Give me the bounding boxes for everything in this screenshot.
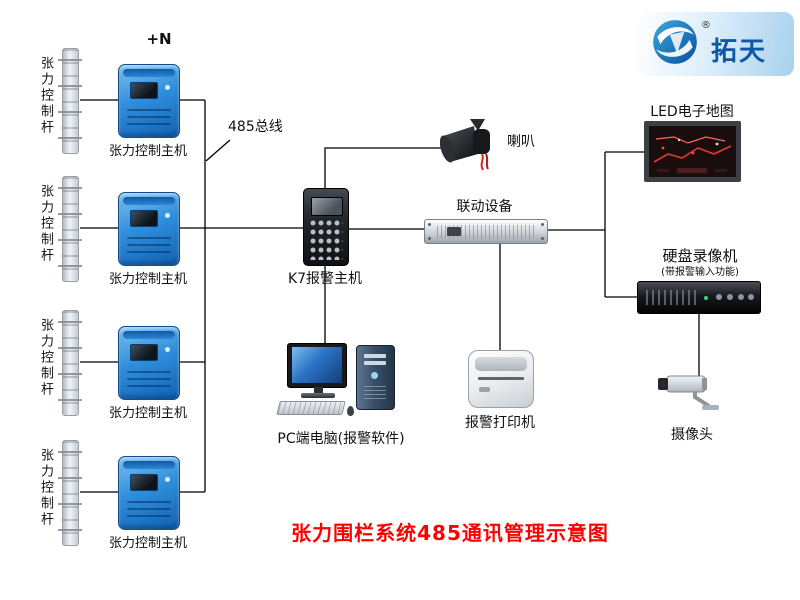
rack-module — [447, 227, 461, 236]
rack-screw — [541, 223, 544, 226]
tension-controller-device — [118, 192, 180, 266]
dvr-led — [704, 296, 708, 300]
printer-button — [479, 387, 490, 392]
tower-drive-slot — [364, 354, 386, 358]
tension-controller-device — [118, 456, 180, 530]
tension-unit: 张力控制杆 张力控制主机 — [0, 302, 230, 424]
tension-pole — [58, 310, 82, 416]
rack-vents — [437, 225, 535, 238]
pc-monitor-base — [301, 393, 335, 398]
brand-name: 拓天 — [711, 37, 768, 67]
controller-vent — [127, 385, 171, 387]
brand-emblem-icon — [653, 20, 697, 64]
controller-vent — [127, 508, 171, 510]
pc-monitor-neck — [314, 387, 323, 393]
printer-lid — [475, 357, 527, 371]
wire-k7-speaker — [324, 147, 442, 188]
controller-label: 张力控制主机 — [108, 406, 187, 421]
controller-vent — [127, 109, 171, 111]
controller-vent — [127, 244, 171, 246]
k7-keypad — [310, 220, 343, 260]
controller-label: 张力控制主机 — [108, 144, 187, 159]
printer-label: 报警打印机 — [465, 415, 535, 431]
pc-tower — [356, 345, 395, 410]
controller-screen — [130, 344, 158, 361]
controller-vent — [127, 116, 171, 118]
tension-controller-device — [118, 64, 180, 138]
controller-led — [165, 347, 170, 352]
controller-screen — [130, 210, 158, 227]
controller-cap — [123, 331, 175, 339]
led-map-content — [649, 126, 736, 177]
tension-pole — [58, 176, 82, 282]
controller-label: 张力控制主机 — [108, 536, 187, 551]
tower-power-button — [371, 372, 378, 379]
tower-vents — [364, 386, 386, 402]
printer-paper-slot — [478, 377, 524, 380]
tension-pole — [58, 440, 82, 546]
led-map-display — [644, 121, 741, 182]
pole-label: 张力控制杆 — [38, 184, 53, 264]
tension-pole — [58, 48, 82, 154]
linkage-label: 联动设备 — [456, 199, 513, 215]
tension-unit: 张力控制杆 张力控制主机 — [0, 168, 230, 290]
controller-vent — [127, 371, 171, 373]
controller-led — [165, 213, 170, 218]
dvr-button — [738, 294, 744, 300]
pc-monitor — [287, 343, 347, 388]
linkage-device — [424, 219, 548, 244]
dvr-button — [716, 294, 722, 300]
pc-monitor-screen — [292, 347, 342, 383]
dvr-button — [727, 294, 733, 300]
dvr-device — [637, 281, 761, 314]
dvr-note: (带报警输入功能) — [661, 267, 739, 278]
rack-screw — [541, 237, 544, 240]
controller-led — [165, 477, 170, 482]
dvr-button — [748, 294, 754, 300]
camera-icon — [658, 375, 719, 410]
controller-vent — [127, 501, 171, 503]
speaker-label: 喇叭 — [507, 134, 535, 150]
pole-label: 张力控制杆 — [38, 448, 53, 528]
bus-485-label: 485总线 — [228, 119, 283, 135]
alarm-printer-device — [468, 350, 534, 408]
dvr-label: 硬盘录像机 — [662, 247, 738, 265]
k7-alarm-host-device — [303, 188, 349, 266]
rack-screw — [428, 223, 431, 226]
tension-unit: 张力控制杆 张力控制主机 — [0, 40, 230, 162]
controller-led — [165, 85, 170, 90]
controller-cap — [123, 197, 175, 205]
controller-vent — [127, 237, 171, 239]
controller-vent — [127, 378, 171, 380]
tension-unit: 张力控制杆 张力控制主机 — [0, 432, 230, 554]
pc-label: PC端电脑(报警软件) — [277, 431, 405, 447]
rack-screw — [428, 237, 431, 240]
pole-label: 张力控制杆 — [38, 318, 53, 398]
controller-vent — [127, 515, 171, 517]
controller-vent — [127, 251, 171, 253]
controller-cap — [123, 461, 175, 469]
controller-cap — [123, 69, 175, 77]
k7-label: K7报警主机 — [287, 271, 363, 287]
pc-keyboard — [276, 401, 346, 415]
tower-drive-slot — [364, 361, 386, 365]
camera-label: 摄像头 — [671, 427, 713, 443]
diagram-title: 张力围栏系统485通讯管理示意图 — [291, 521, 609, 545]
tension-controller-device — [118, 326, 180, 400]
dvr-vents — [646, 290, 698, 305]
controller-vent — [127, 123, 171, 125]
plus-n-label: +N — [146, 30, 172, 48]
pole-label: 张力控制杆 — [38, 56, 53, 136]
led-map-label: LED电子地图 — [650, 104, 734, 120]
pc-mouse — [347, 406, 354, 416]
controller-label: 张力控制主机 — [108, 272, 187, 287]
speaker-icon — [440, 119, 490, 171]
registered-mark: ® — [701, 20, 711, 31]
k7-screen — [311, 197, 343, 216]
controller-screen — [130, 474, 158, 491]
controller-screen — [130, 82, 158, 99]
